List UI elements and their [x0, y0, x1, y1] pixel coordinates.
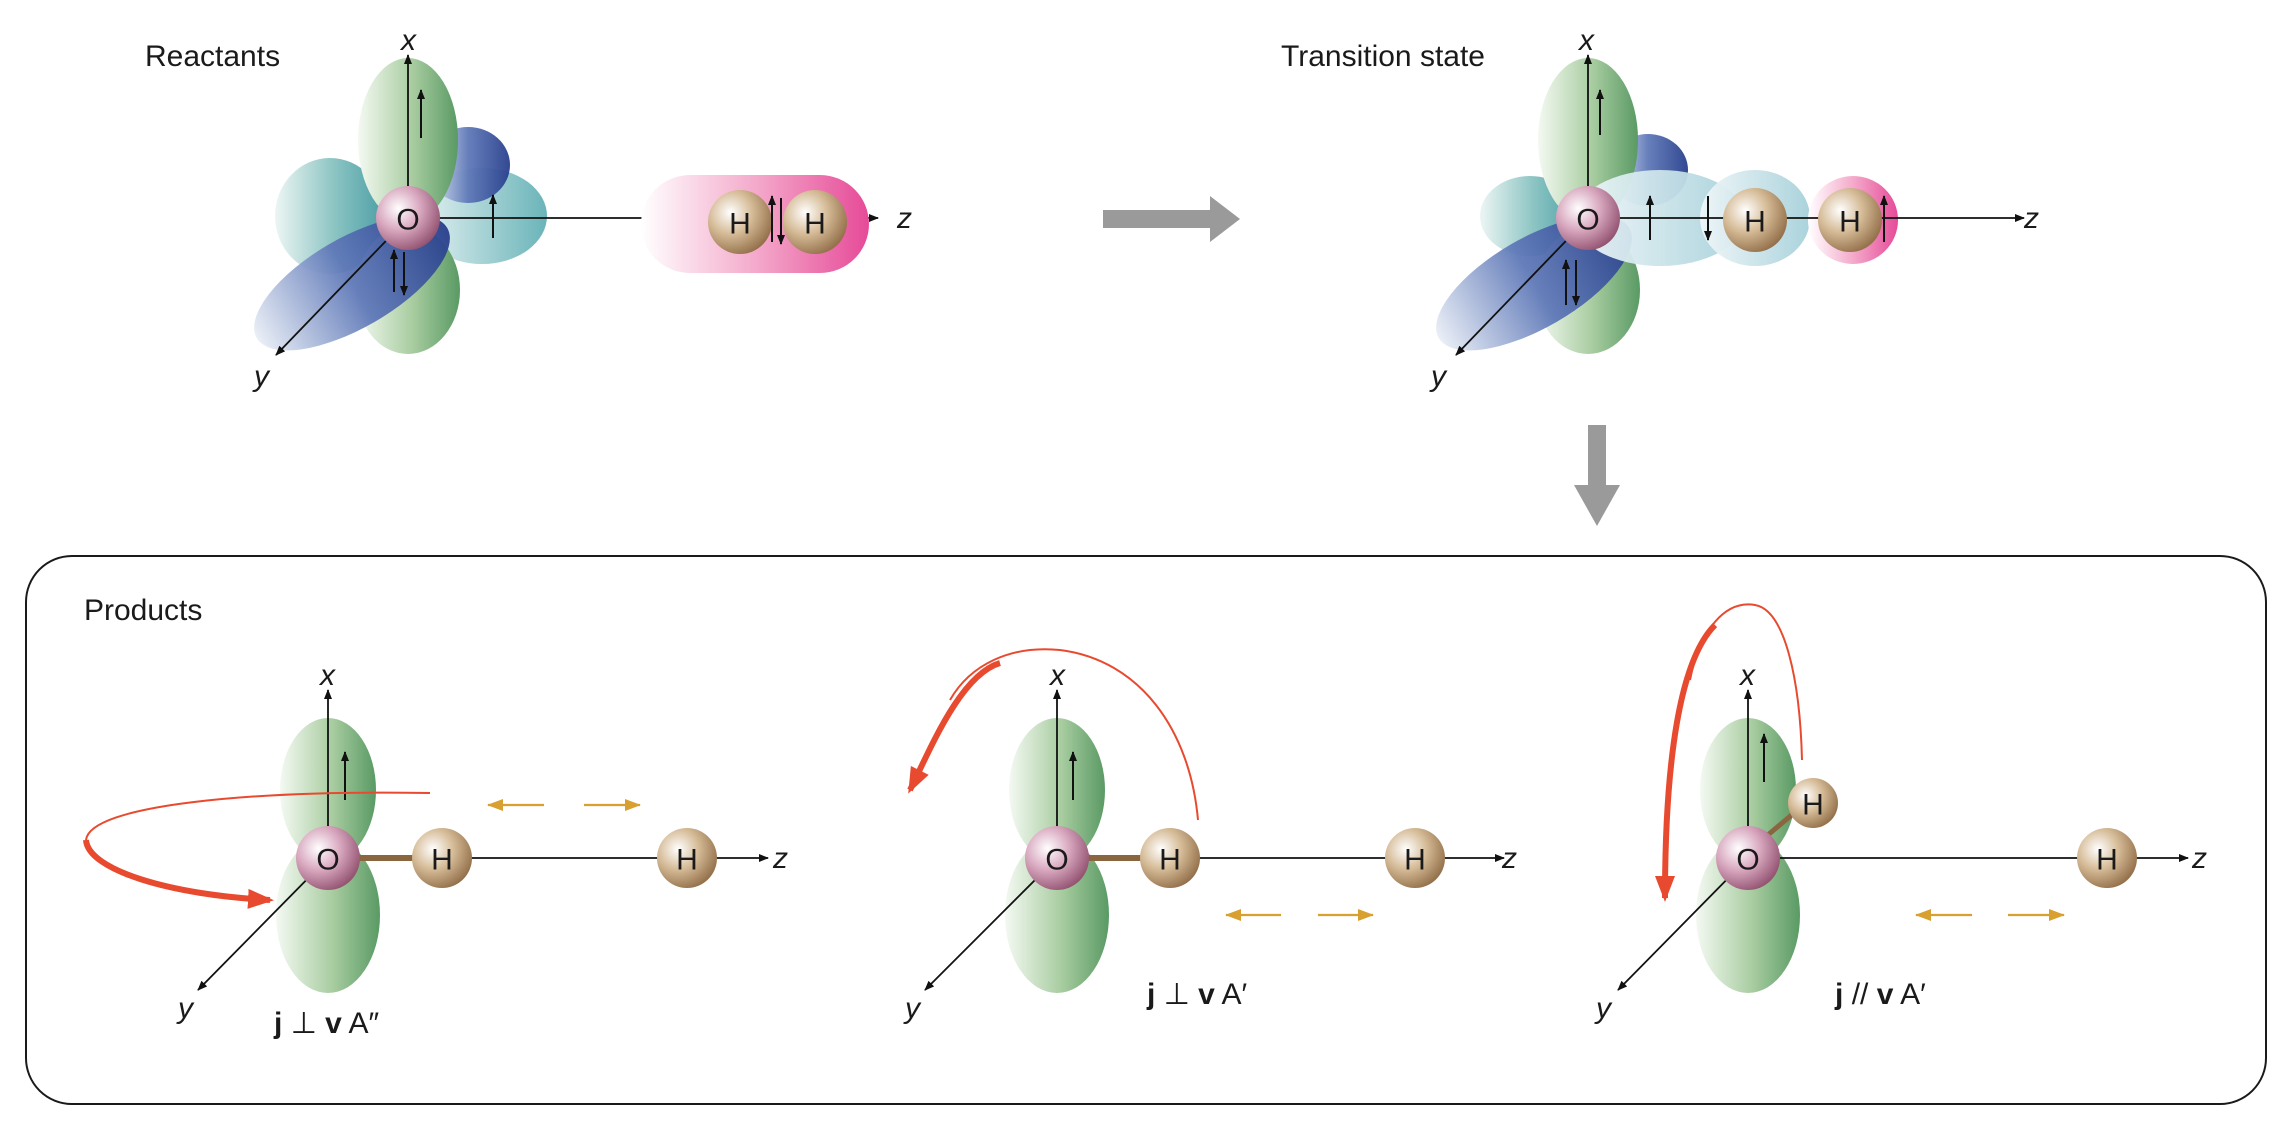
- hydrogen-label: H: [804, 208, 826, 241]
- z-axis-label: z: [2191, 842, 2207, 875]
- hydrogen-label: H: [1159, 844, 1181, 877]
- blue-orbital-lower: [254, 215, 450, 351]
- v-symbol: v: [1198, 978, 1215, 1011]
- hydrogen-atom: [1723, 188, 1787, 252]
- oxygen-label: O: [396, 204, 419, 237]
- product-channel-2: x y z O H H j ⊥ v A′: [903, 648, 1517, 1025]
- products-frame: [25, 555, 2267, 1105]
- oxygen-atom: [1025, 826, 1089, 890]
- oxygen-label: O: [1736, 844, 1759, 877]
- v-symbol: v: [1877, 978, 1894, 1011]
- v-symbol: v: [325, 1007, 342, 1040]
- hydrogen-atom: [412, 828, 472, 888]
- reactants-label: Reactants: [145, 40, 280, 73]
- hydrogen-atom: [2077, 828, 2137, 888]
- z-axis-label: z: [1501, 842, 1517, 875]
- hydrogen-atom: [1818, 188, 1882, 252]
- products-label: Products: [84, 594, 202, 627]
- relation-symbol: //: [1852, 978, 1869, 1011]
- hydrogen-atom: [783, 190, 847, 254]
- product-caption: j ⊥ v A′: [1146, 978, 1248, 1011]
- x-axis-label: x: [399, 24, 417, 57]
- oxygen-label: O: [316, 844, 339, 877]
- hydrogen-label: H: [1802, 789, 1824, 822]
- j-symbol: j: [1146, 978, 1155, 1011]
- z-axis-label: z: [772, 842, 788, 875]
- relation-symbol: ⊥: [291, 1007, 317, 1040]
- rotation-arrow: [83, 839, 274, 909]
- products-panel: Products x y z O H H j ⊥ v A″: [25, 555, 2267, 1105]
- hydrogen-label: H: [1744, 206, 1766, 239]
- y-axis-label: y: [1429, 360, 1448, 393]
- hydrogen-atom: [708, 190, 772, 254]
- x-axis-label: x: [318, 659, 336, 692]
- hydrogen-label: H: [676, 844, 698, 877]
- transition-state-panel: Transition state x y z O H H: [1281, 24, 2039, 393]
- product-caption: j ⊥ v A″: [273, 1007, 380, 1040]
- product-caption: j // v A′: [1834, 978, 1926, 1011]
- symmetry-label: A′: [1900, 978, 1926, 1011]
- x-axis-label: x: [1577, 24, 1595, 57]
- hydrogen-atom: [1385, 828, 1445, 888]
- y-axis-label: y: [903, 992, 922, 1025]
- hydrogen-label: H: [1404, 844, 1426, 877]
- hydrogen-atom: [1140, 828, 1200, 888]
- hydrogen-label: H: [729, 208, 751, 241]
- y-axis-label: y: [176, 992, 195, 1025]
- relation-symbol: ⊥: [1164, 978, 1190, 1011]
- oxygen-atom: [296, 826, 360, 890]
- transition-state-label: Transition state: [1281, 40, 1485, 73]
- process-arrow-down: [1574, 425, 1620, 526]
- symmetry-label: A″: [349, 1007, 380, 1040]
- hydrogen-label: H: [1839, 206, 1861, 239]
- process-arrow-right: [1103, 196, 1240, 242]
- hydrogen-label: H: [431, 844, 453, 877]
- x-axis-label: x: [1738, 659, 1756, 692]
- oxygen-label: O: [1576, 204, 1599, 237]
- j-symbol: j: [273, 1007, 282, 1040]
- rotation-arrow-back: [85, 791, 431, 841]
- z-axis-label: z: [896, 202, 912, 235]
- oxygen-atom: [1716, 826, 1780, 890]
- product-channel-3: x y z O H H j // v A′: [1594, 603, 2207, 1025]
- z-axis-label: z: [2023, 202, 2039, 235]
- symmetry-label: A′: [1222, 978, 1248, 1011]
- y-axis-label: y: [252, 360, 271, 393]
- oxygen-atom: [1556, 186, 1620, 250]
- reactants-panel: Reactants x y z O H H: [145, 24, 912, 393]
- hydrogen-atom: [657, 828, 717, 888]
- x-axis-label: x: [1048, 659, 1066, 692]
- rotation-arrow-back: [949, 648, 1199, 821]
- oxygen-label: O: [1045, 844, 1068, 877]
- rotation-arrow: [1655, 622, 1718, 902]
- j-symbol: j: [1834, 978, 1843, 1011]
- rotation-arrow: [907, 660, 1002, 794]
- product-channel-1: x y z O H H j ⊥ v A″: [83, 659, 788, 1040]
- oxygen-atom: [376, 186, 440, 250]
- y-axis-label: y: [1594, 992, 1613, 1025]
- hydrogen-label: H: [2096, 844, 2118, 877]
- hydrogen-atom: [1788, 778, 1838, 828]
